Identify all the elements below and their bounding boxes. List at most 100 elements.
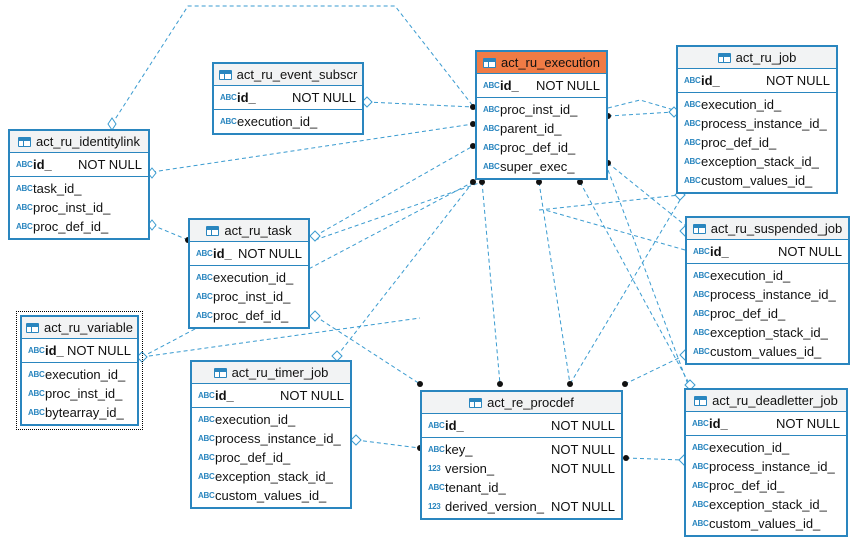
- column-row[interactable]: ABC id_ NOT NULL: [214, 88, 362, 107]
- table-header[interactable]: act_ru_job: [678, 47, 836, 69]
- table-header[interactable]: act_ru_timer_job: [192, 362, 350, 384]
- table-header[interactable]: act_ru_event_subscr: [214, 64, 362, 86]
- column-row[interactable]: ABC id_ NOT NULL: [192, 386, 350, 405]
- column-row[interactable]: ABC id_ NOT NULL: [686, 414, 846, 433]
- column-row[interactable]: ABC id_ NOT NULL: [190, 244, 308, 263]
- rel-job-procdef: [538, 194, 681, 211]
- column-name: custom_values_id_: [215, 488, 327, 503]
- column-name: execution_id_: [213, 270, 294, 285]
- column-row[interactable]: ABC id_ NOT NULL: [22, 341, 137, 360]
- table-header[interactable]: act_ru_identitylink: [10, 131, 148, 153]
- column-row[interactable]: ABC id_ NOT NULL: [10, 155, 148, 174]
- column-name: super_exec_: [500, 159, 575, 174]
- rel-identitylink-task: [151, 224, 189, 241]
- text-type-icon: ABC: [693, 347, 710, 356]
- text-type-icon: ABC: [28, 370, 45, 379]
- table-act-ru-suspended-job[interactable]: act_ru_suspended_job ABC id_ NOT NULL AB…: [685, 216, 850, 365]
- table-icon: [692, 223, 706, 234]
- text-type-icon: ABC: [693, 247, 710, 256]
- column-row[interactable]: ABC id_ NOT NULL: [687, 242, 848, 261]
- text-type-icon: ABC: [428, 421, 445, 430]
- table-act-ru-identitylink[interactable]: act_ru_identitylink ABC id_ NOT NULL ABC…: [8, 129, 150, 240]
- rel-deadletter-execution-2: [579, 181, 691, 386]
- table-title: act_ru_identitylink: [35, 134, 141, 149]
- column-name: proc_inst_id_: [213, 289, 291, 304]
- text-type-icon: ABC: [220, 93, 237, 102]
- table-header[interactable]: act_ru_variable: [22, 317, 137, 339]
- column-name: id_: [33, 157, 52, 172]
- table-header[interactable]: act_ru_execution: [477, 52, 606, 74]
- rel-task-execution-1: [314, 145, 474, 237]
- column-name: custom_values_id_: [710, 344, 822, 359]
- column-constraint: NOT NULL: [279, 388, 344, 403]
- text-type-icon: ABC: [693, 309, 710, 318]
- text-type-icon: ABC: [684, 119, 701, 128]
- column-name: id_: [445, 418, 464, 433]
- table-icon: [26, 322, 40, 333]
- text-type-icon: ABC: [693, 271, 710, 280]
- column-name: proc_def_id_: [709, 478, 785, 493]
- table-header[interactable]: act_ru_task: [190, 220, 308, 242]
- table-act-ru-event-subscr[interactable]: act_ru_event_subscr ABC id_ NOT NULL ABC…: [212, 62, 364, 135]
- table-header[interactable]: act_ru_suspended_job: [687, 218, 848, 240]
- column-name: proc_def_id_: [710, 306, 786, 321]
- table-header[interactable]: act_ru_deadletter_job: [686, 390, 846, 412]
- text-type-icon: ABC: [16, 222, 33, 231]
- table-header[interactable]: act_re_procdef: [422, 392, 621, 414]
- column-constraint: NOT NULL: [66, 343, 131, 358]
- column-row[interactable]: ABC id_ NOT NULL: [678, 71, 836, 90]
- text-type-icon: ABC: [692, 462, 709, 471]
- column-row[interactable]: ABC id_ NOT NULL: [422, 416, 621, 435]
- rel-timerjob-execution: [336, 181, 474, 357]
- column-row[interactable]: ABC id_ NOT NULL: [477, 76, 606, 95]
- number-type-icon: 123: [428, 502, 441, 511]
- text-type-icon: ABC: [198, 415, 215, 424]
- table-act-ru-deadletter-job[interactable]: act_ru_deadletter_job ABC id_ NOT NULL A…: [684, 388, 848, 537]
